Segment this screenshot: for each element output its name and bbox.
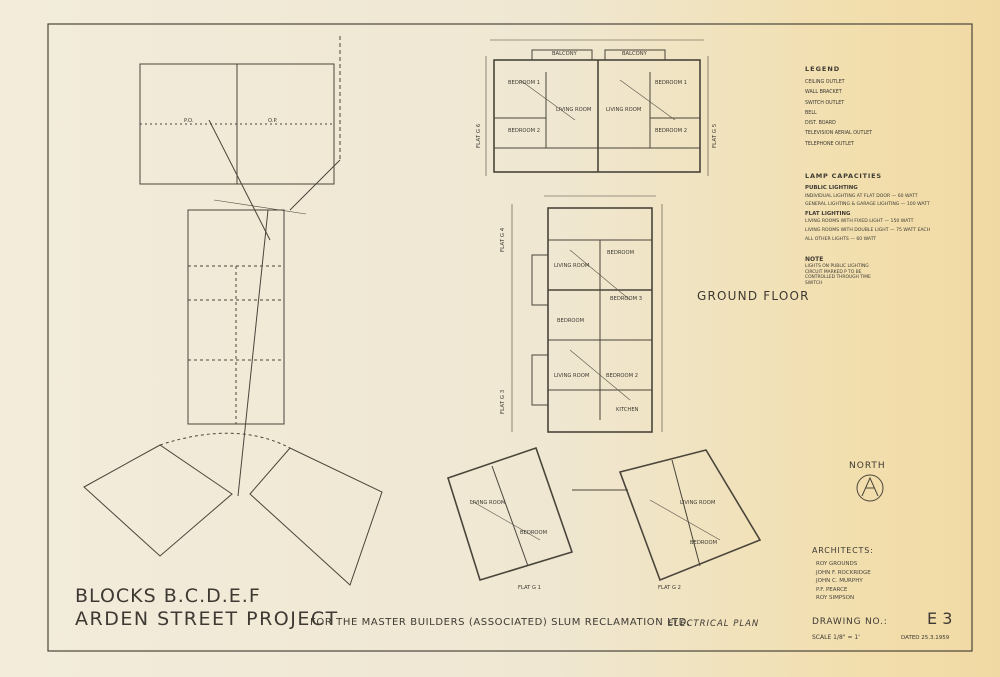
room-living-g2: LIVING ROOM — [680, 500, 716, 506]
room-bedroom2-g3: BEDROOM 2 — [606, 373, 639, 379]
lamp-row-value: 100 WATT — [906, 202, 930, 208]
lamp-row: GENERAL LIGHTING & GARAGE LIGHTING — 100… — [805, 202, 930, 208]
room-living-upper-left: LIVING ROOM — [556, 107, 592, 113]
title-project: ARDEN STREET PROJECT — [75, 608, 339, 630]
legend-list: CEILING OUTLET WALL BRACKET SWITCH OUTLE… — [805, 78, 872, 150]
site-label-po: P.O. — [184, 118, 194, 124]
architects-label: ARCHITECTS: — [812, 546, 874, 555]
architect-name: JOHN C. MURPHY — [816, 578, 863, 584]
room-bedroom1-left: BEDROOM 1 — [508, 80, 541, 86]
flat-label-g6: FLAT G 6 — [476, 123, 482, 148]
legend-item: CEILING OUTLET — [805, 80, 845, 85]
lamp-capacities-title: LAMP CAPACITIES — [805, 172, 882, 180]
legend-item: WALL BRACKET — [805, 90, 842, 96]
site-wing-left — [83, 444, 233, 557]
flat-label-g2: FLAT G 2 — [658, 585, 681, 591]
plan-upper-flats — [493, 59, 701, 173]
north-symbol — [856, 474, 884, 502]
lamp-row-value: 60 WATT — [856, 236, 877, 242]
lamp-row: LIVING ROOMS WITH DOUBLE LIGHT — 75 WATT… — [805, 227, 931, 233]
room-bedroom-g1: BEDROOM — [520, 530, 548, 536]
scale-label: SCALE 1/8" = 1' — [812, 634, 860, 641]
lamp-row: INDIVIDUAL LIGHTING AT FLAT DOOR — 60 WA… — [805, 193, 918, 199]
lamp-row-label: ALL OTHER LIGHTS — [805, 236, 849, 242]
legend-item: TELEVISION AERIAL OUTLET — [805, 131, 873, 137]
legend-title: LEGEND — [805, 65, 841, 73]
room-bedroom2-right: BEDROOM 2 — [655, 128, 688, 134]
plan-ground-block — [547, 207, 653, 433]
flat-label-g4: FLAT G 4 — [500, 227, 506, 252]
lamp-row-label: INDIVIDUAL LIGHTING AT FLAT DOOR — [805, 193, 891, 199]
room-living-upper-right: LIVING ROOM — [606, 107, 642, 113]
room-kitchen: KITCHEN — [616, 407, 639, 413]
plan-type: ELECTRICAL PLAN — [668, 619, 760, 629]
lamp-row-value: 60 WATT — [897, 193, 918, 199]
room-bedroom2-left: BEDROOM 2 — [508, 128, 541, 134]
title-blocks: BLOCKS B.C.D.E.F — [75, 585, 261, 607]
room-living-g4: LIVING ROOM — [554, 263, 590, 269]
client-line: FOR THE MASTER BUILDERS (ASSOCIATED) SLU… — [310, 617, 691, 628]
architect-name: ROY SIMPSON — [816, 595, 855, 601]
room-bedroom1-right: BEDROOM 1 — [655, 80, 688, 86]
lamp-row-label: FLAT LIGHTING — [805, 210, 851, 217]
room-bedroom-g3: BEDROOM — [557, 318, 585, 324]
lamp-row-value: 75 WATT EACH — [896, 227, 931, 233]
legend-item: SWITCH OUTLET — [805, 100, 845, 106]
site-wing-right — [249, 447, 383, 586]
architect-name: ROY GROUNDS — [816, 561, 858, 567]
flat-label-g3: FLAT G 3 — [500, 389, 506, 414]
flat-label-g5: FLAT G 5 — [712, 123, 718, 148]
sheet-border — [47, 23, 973, 652]
room-balcony-right: BALCONY — [622, 51, 647, 57]
architect-name: JOHN F. ROCKRIDGE — [816, 569, 871, 576]
room-balcony-left: BALCONY — [552, 51, 577, 57]
flat-label-g1: FLAT G 1 — [518, 585, 541, 591]
site-label-op: O.P. — [268, 118, 278, 124]
plan-flat-g2 — [618, 449, 762, 582]
lamp-row-value: 150 WATT — [890, 219, 914, 225]
architect-name: P.F. PEARCE — [816, 586, 848, 593]
north-label: NORTH — [849, 461, 886, 471]
room-living-g1: LIVING ROOM — [470, 500, 506, 506]
drawing-number: E 3 — [927, 609, 953, 628]
room-bedroom-g4: BEDROOM — [607, 250, 635, 256]
architects-list: ROY GROUNDS JOHN F. ROCKRIDGE JOHN C. MU… — [816, 560, 871, 603]
ground-floor-label: GROUND FLOOR — [697, 289, 810, 303]
note-title: NOTE — [805, 256, 824, 263]
lamp-row-label: PUBLIC LIGHTING — [805, 185, 858, 191]
room-bedroom-g2: BEDROOM — [690, 540, 718, 546]
legend-item: BELL — [805, 110, 817, 116]
lamp-row-label: GENERAL LIGHTING & GARAGE LIGHTING — [805, 202, 900, 208]
lamp-row: LIVING ROOMS WITH FIXED LIGHT — 150 WATT — [805, 219, 914, 225]
room-living-g3: LIVING ROOM — [554, 373, 590, 379]
plan-flat-g1 — [447, 446, 574, 581]
legend-item: DIST. BOARD — [805, 121, 836, 127]
note-text: LIGHTS ON PUBLIC LIGHTING CIRCUIT MARKED… — [805, 264, 871, 286]
room-bedroom3: BEDROOM 3 — [610, 296, 643, 302]
legend-item: TELEPHONE OUTLET — [805, 141, 854, 147]
dated-label: DATED 25.3.1959 — [901, 635, 950, 641]
lamp-row: ALL OTHER LIGHTS — 60 WATT — [805, 236, 877, 242]
lamp-row-label: LIVING ROOMS WITH DOUBLE LIGHT — [805, 227, 889, 233]
lamp-row-label: LIVING ROOMS WITH FIXED LIGHT — [805, 219, 884, 225]
lamp-capacities-list: PUBLIC LIGHTING INDIVIDUAL LIGHTING AT F… — [805, 184, 930, 244]
drawing-number-label: DRAWING NO.: — [812, 617, 888, 627]
